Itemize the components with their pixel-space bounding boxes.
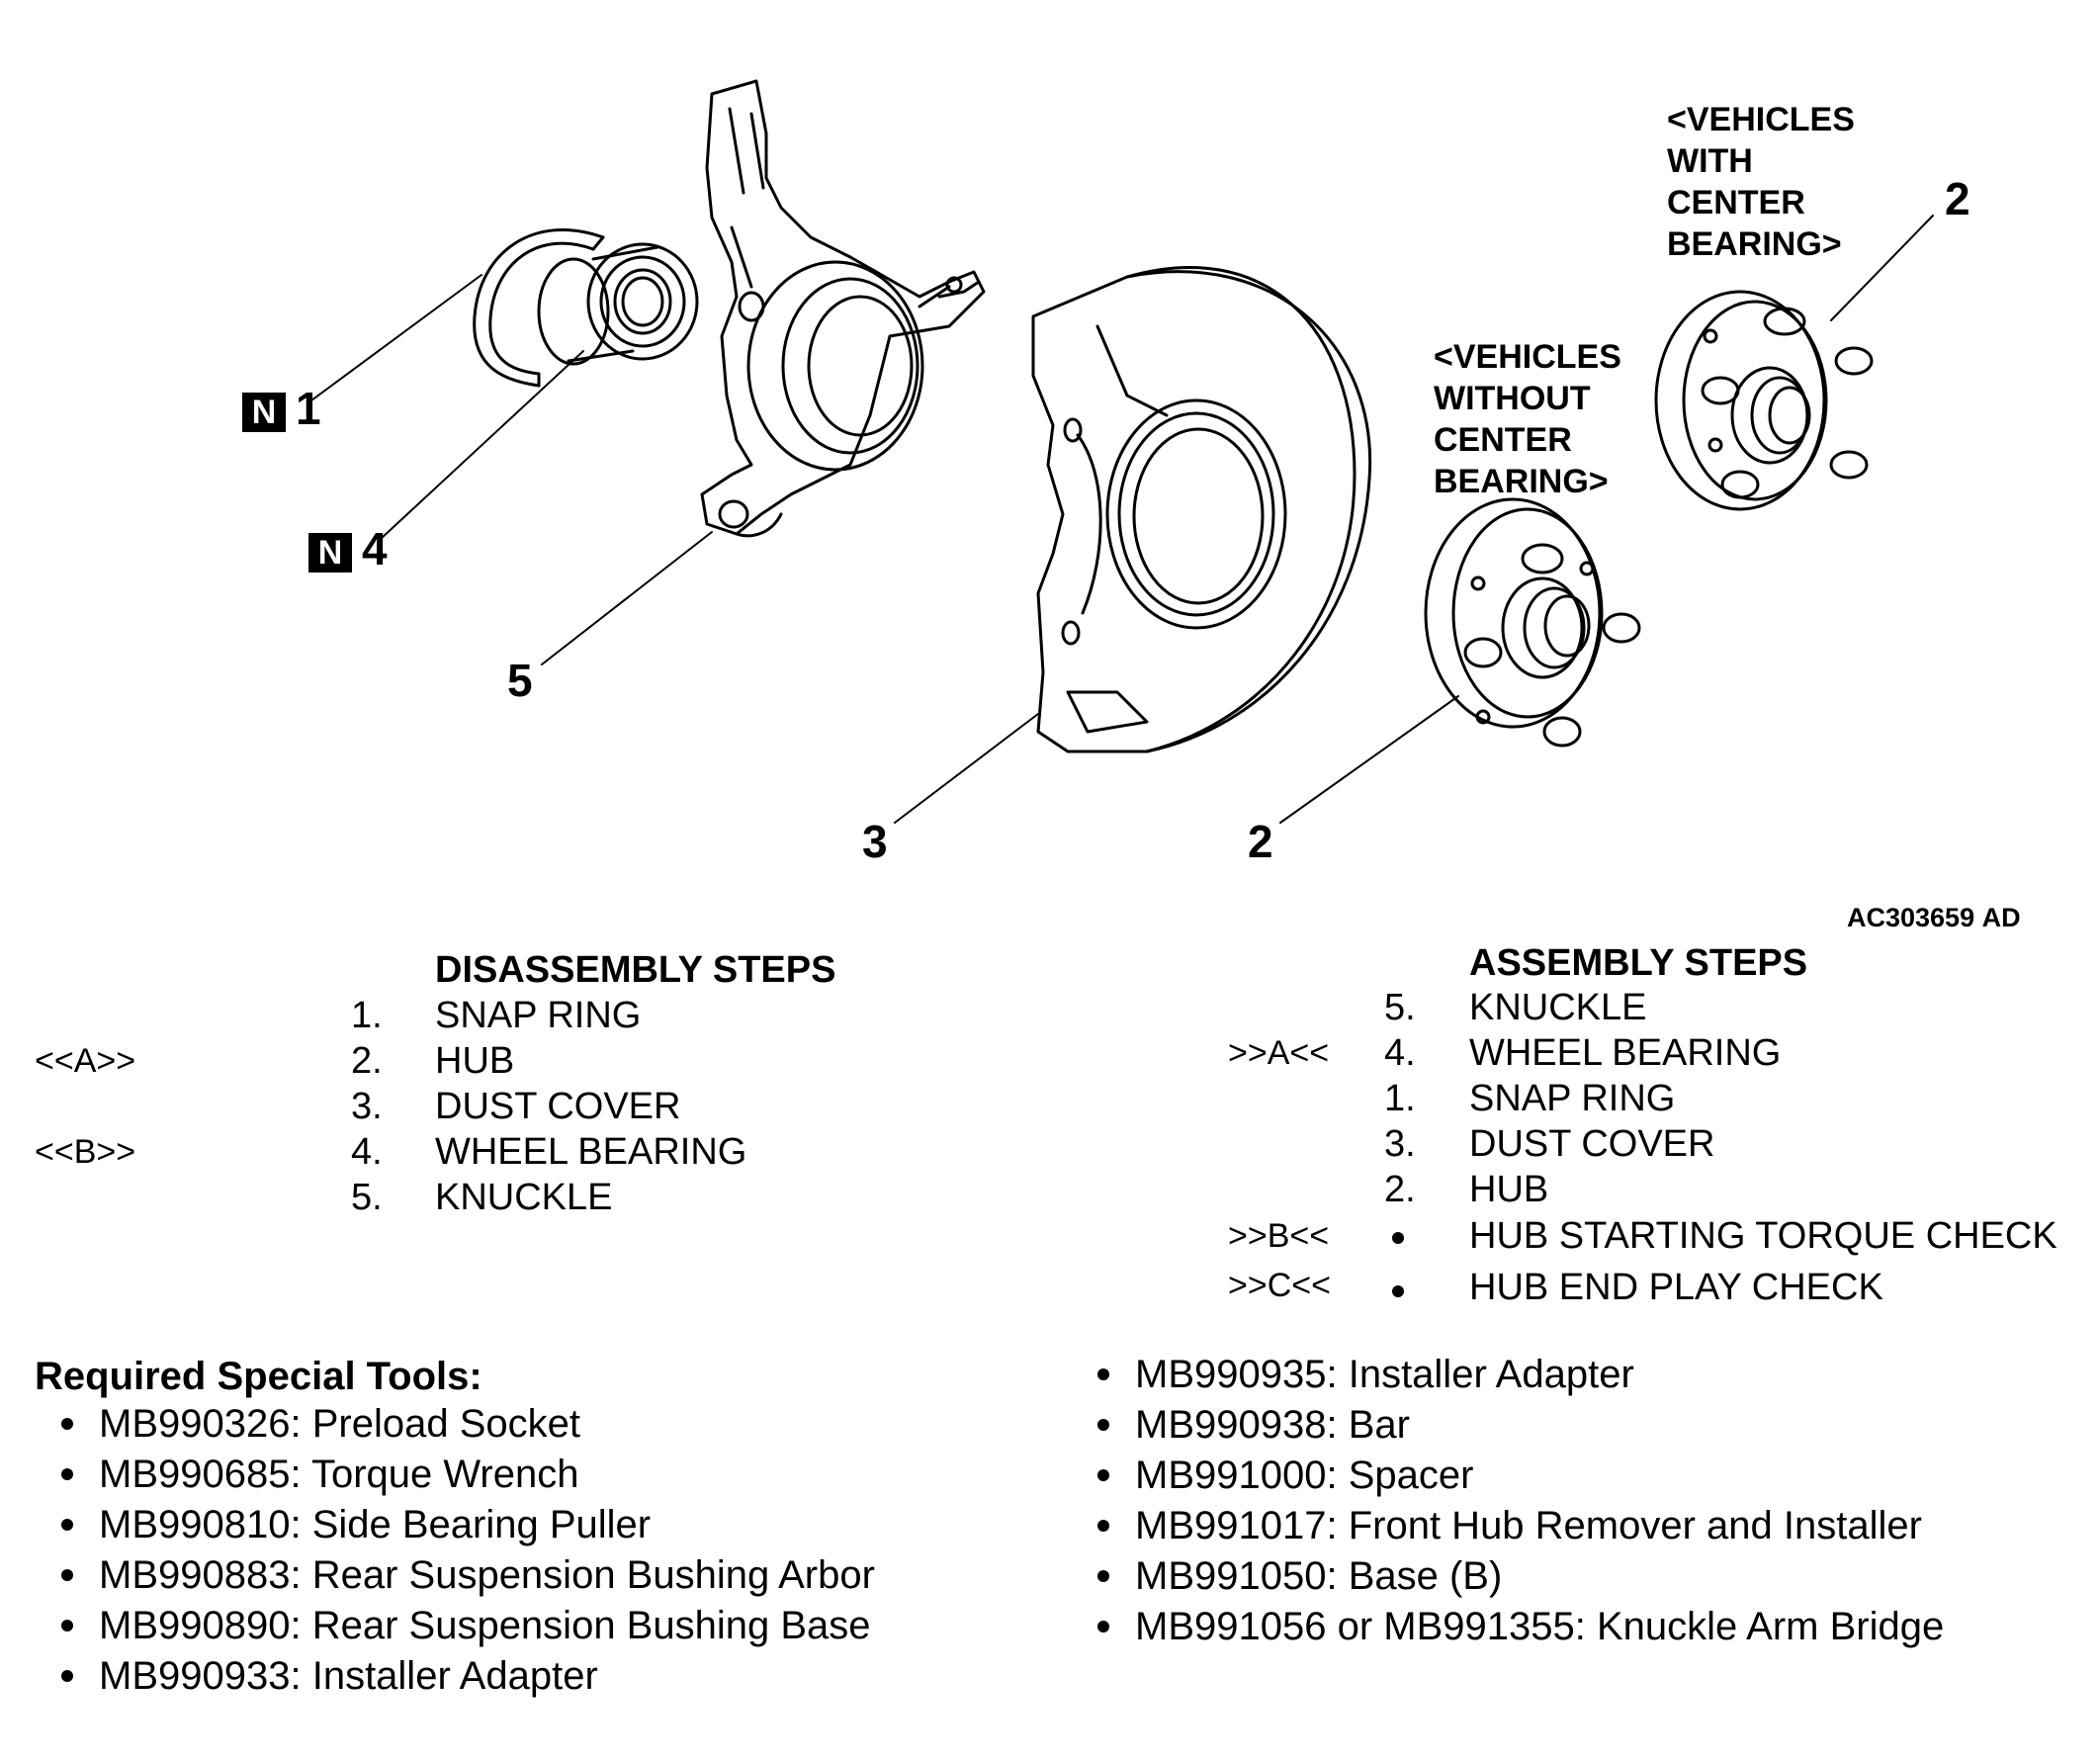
note-without-center-bearing: <VEHICLES WITHOUT CENTER BEARING> — [1434, 338, 1621, 500]
tool-item: MB991017: Front Hub Remover and Installe… — [1135, 1504, 1922, 1547]
bullet-icon — [1097, 1520, 1109, 1532]
bullet-icon — [1097, 1419, 1109, 1431]
tool-item: MB990685: Torque Wrench — [99, 1453, 579, 1496]
assembly-step-num: 4. — [1384, 1032, 1416, 1074]
tool-item: MB990935: Installer Adapter — [1135, 1353, 1634, 1396]
bullet-icon — [1097, 1469, 1109, 1481]
bullet-icon — [61, 1519, 73, 1531]
bullet-icon — [61, 1620, 73, 1632]
assembly-title: ASSEMBLY STEPS — [1469, 942, 1808, 984]
bullet-icon — [61, 1468, 73, 1480]
bullet-icon — [61, 1569, 73, 1581]
bullet-icon — [1097, 1368, 1109, 1380]
hub-without-center-bearing-part — [1424, 497, 1641, 748]
callout-3: 3 — [862, 816, 888, 867]
disassembly-step-label: DUST COVER — [435, 1086, 681, 1127]
disassembly-step-mark: <<A>> — [35, 1042, 136, 1080]
assembly-step-num: 5. — [1384, 987, 1416, 1028]
assembly-step-label: HUB STARTING TORQUE CHECK — [1469, 1215, 2057, 1257]
knuckle-part — [700, 79, 986, 538]
assembly-step-label: HUB END PLAY CHECK — [1469, 1267, 1883, 1308]
callout-2-lower: 2 — [1248, 816, 1273, 867]
hub-with-center-bearing-part — [1654, 290, 1874, 511]
note-with-center-bearing: <VEHICLES WITH CENTER BEARING> — [1667, 101, 1855, 263]
tool-item: MB990938: Bar — [1135, 1403, 1410, 1447]
bullet-icon — [1392, 1285, 1404, 1297]
tool-item: MB990810: Side Bearing Puller — [99, 1503, 652, 1546]
figure-code: AC303659 AD — [1847, 903, 2021, 932]
n-tag-icon: N — [242, 392, 286, 432]
bullet-icon — [1097, 1621, 1109, 1632]
snap-ring-part — [473, 227, 605, 388]
assembly-step-label: SNAP RING — [1469, 1078, 1676, 1119]
leader-lines — [310, 215, 1934, 824]
assembly-step-num: 2. — [1384, 1169, 1416, 1210]
disassembly-step-label: HUB — [435, 1040, 515, 1082]
bullet-icon — [1097, 1570, 1109, 1582]
callout-2-upper: 2 — [1945, 173, 1970, 224]
disassembly-step-mark: <<B>> — [35, 1133, 136, 1171]
dust-cover-part — [1031, 266, 1372, 753]
n-tag-icon: N — [308, 532, 352, 573]
disassembly-step-label: KNUCKLE — [435, 1177, 613, 1218]
disassembly-step-num: 5. — [351, 1177, 383, 1218]
disassembly-step-num: 4. — [351, 1131, 383, 1173]
tool-item: MB991056 or MB991355: Knuckle Arm Bridge — [1135, 1605, 1945, 1648]
callout-5: 5 — [507, 655, 533, 706]
tool-item: MB991000: Spacer — [1135, 1454, 1474, 1497]
tool-item: MB990890: Rear Suspension Bushing Base — [99, 1604, 871, 1647]
assembly-step-label: HUB — [1469, 1169, 1549, 1210]
bullet-icon — [61, 1418, 73, 1430]
assembly-step-mark: >>B<< — [1228, 1217, 1330, 1255]
disassembly-title: DISASSEMBLY STEPS — [435, 949, 836, 991]
wheel-bearing-part — [537, 242, 699, 366]
assembly-step-label: DUST COVER — [1469, 1123, 1715, 1165]
assembly-step-label: KNUCKLE — [1469, 987, 1647, 1028]
assembly-step-num: 1. — [1384, 1078, 1416, 1119]
callout-1-number: 1 — [296, 383, 321, 434]
tool-item: MB990883: Rear Suspension Bushing Arbor — [99, 1553, 875, 1597]
tool-item: MB991050: Base (B) — [1135, 1554, 1503, 1598]
disassembly-step-num: 3. — [351, 1086, 383, 1127]
assembly-step-label: WHEEL BEARING — [1469, 1032, 1782, 1074]
disassembly-step-num: 1. — [351, 995, 383, 1036]
bullet-icon — [1392, 1232, 1404, 1244]
callout-4-number: 4 — [362, 523, 388, 574]
disassembly-step-label: WHEEL BEARING — [435, 1131, 747, 1173]
tools-title: Required Special Tools: — [35, 1355, 482, 1398]
tool-item: MB990326: Preload Socket — [99, 1402, 580, 1446]
disassembly-step-label: SNAP RING — [435, 995, 642, 1036]
assembly-step-num: 3. — [1384, 1123, 1416, 1165]
assembly-step-mark: >>A<< — [1228, 1034, 1330, 1072]
tool-item: MB990933: Installer Adapter — [99, 1654, 598, 1698]
assembly-step-mark: >>C<< — [1228, 1267, 1331, 1304]
disassembly-step-num: 2. — [351, 1040, 383, 1082]
bullet-icon — [61, 1670, 73, 1682]
